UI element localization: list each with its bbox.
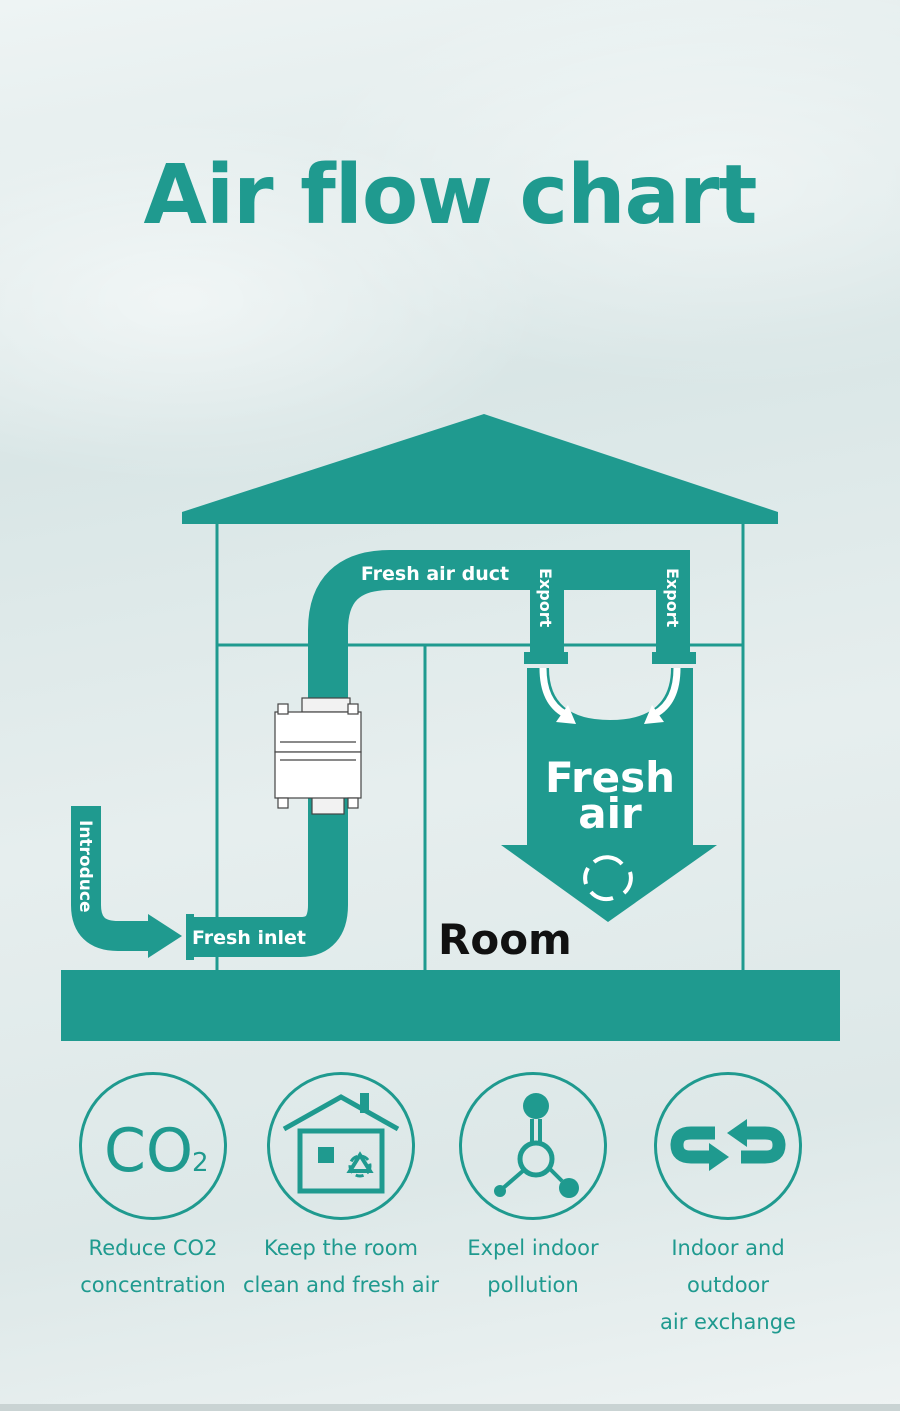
export-left-label: Export	[536, 568, 555, 628]
molecule-icon	[459, 1072, 607, 1220]
air-flow-diagram: Fresh air duct Export Export Fresh air I…	[61, 414, 840, 1041]
fresh-air-arrow	[501, 668, 717, 922]
fresh-air-duct	[190, 550, 690, 957]
fresh-inlet-cap	[186, 914, 194, 960]
export-right-label: Export	[663, 568, 682, 628]
feature-keep-room-clean: Keep the room clean and fresh air	[241, 1072, 441, 1304]
fresh-inlet-label: Fresh inlet	[192, 927, 306, 949]
introduce-label: Introduce	[75, 820, 95, 913]
feature-caption: Reduce CO2 concentration	[80, 1236, 226, 1297]
bottom-divider	[0, 1404, 900, 1411]
curve-arrow-left-head	[556, 705, 576, 724]
export-drop-right	[656, 556, 690, 652]
feature-caption: Keep the room clean and fresh air	[242, 1236, 440, 1297]
feature-air-exchange: Indoor and outdoor air exchange	[628, 1072, 828, 1341]
house-roof	[182, 414, 778, 524]
feature-reduce-co2: CO 2 Reduce CO2 concentration	[53, 1072, 253, 1304]
fresh-air-label-line2: air	[578, 789, 642, 838]
house-walls	[215, 524, 745, 970]
curve-arrow-right-icon	[653, 667, 681, 718]
introduce-arrow-head	[148, 914, 182, 958]
export-cap-left	[524, 652, 568, 664]
svg-text:CO: CO	[104, 1116, 193, 1186]
duct-label: Fresh air duct	[361, 563, 509, 585]
exchange-arrows-icon	[654, 1072, 802, 1220]
feature-caption: Indoor and outdoor air exchange	[660, 1236, 796, 1334]
curve-arrow-left-icon	[539, 667, 567, 718]
page-title: Air flow chart	[143, 148, 758, 243]
fan-unit	[274, 697, 362, 815]
export-cap-right	[652, 652, 696, 664]
feature-expel-pollution: Expel indoor pollution	[433, 1072, 633, 1304]
room-label: Room	[438, 915, 572, 964]
svg-text:2: 2	[192, 1148, 209, 1178]
ground-slab	[61, 970, 840, 1041]
export-drop-left	[530, 556, 564, 652]
house-recycle-icon	[267, 1072, 415, 1220]
curve-arrow-right-head	[644, 705, 664, 724]
feature-caption: Expel indoor pollution	[467, 1236, 599, 1297]
fresh-air-label-line1: Fresh	[545, 753, 675, 802]
circulation-icon	[583, 855, 633, 902]
co2-icon: CO 2	[79, 1072, 227, 1220]
introduce-arrow	[71, 806, 150, 951]
